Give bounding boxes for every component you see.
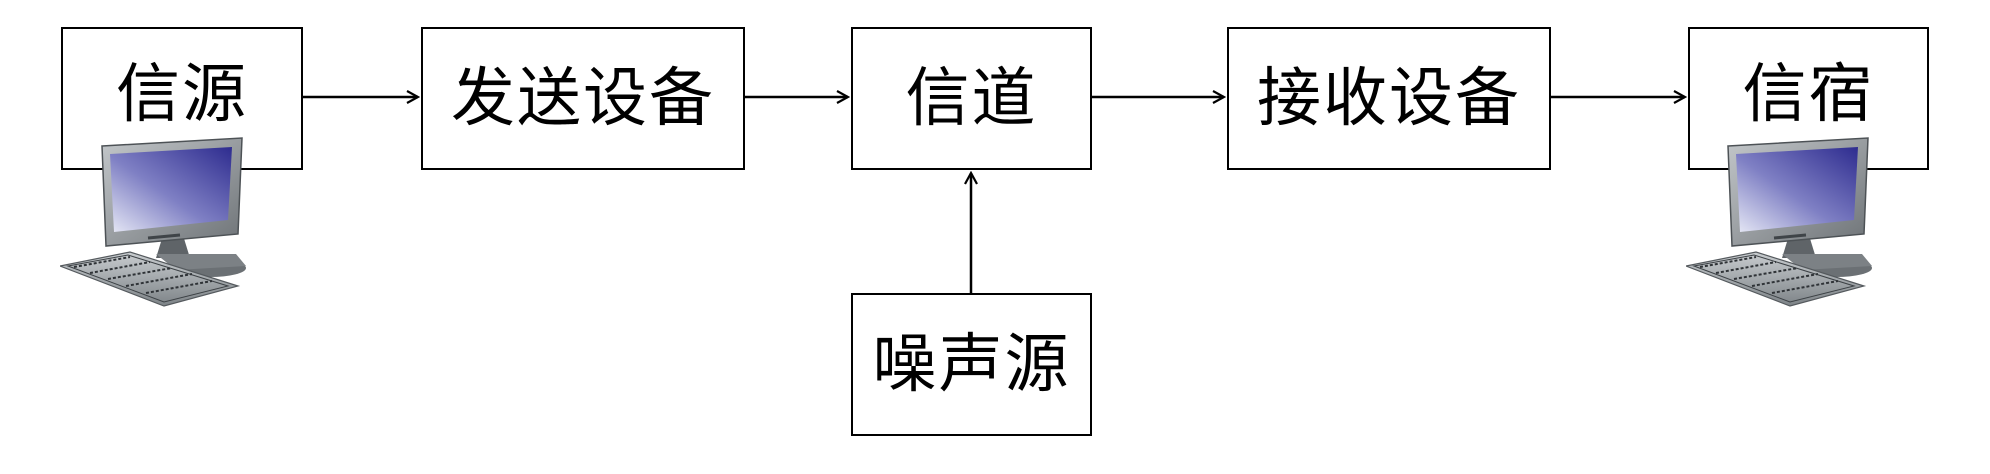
receiver-block: 接收设备 (1227, 27, 1551, 170)
desktop-computer-icon (1686, 137, 1872, 307)
noise-source-label: 噪声源 (872, 327, 1071, 402)
desktop-computer-icon (60, 137, 246, 307)
sink-label: 信宿 (1742, 57, 1875, 132)
channel-label: 信道 (905, 61, 1038, 136)
channel-block: 信道 (851, 27, 1092, 170)
noise-source-block: 噪声源 (851, 293, 1092, 436)
transmitter-label: 发送设备 (451, 61, 715, 136)
source-label: 信源 (116, 57, 248, 132)
receiver-label: 接收设备 (1257, 61, 1521, 136)
transmitter-block: 发送设备 (421, 27, 745, 170)
